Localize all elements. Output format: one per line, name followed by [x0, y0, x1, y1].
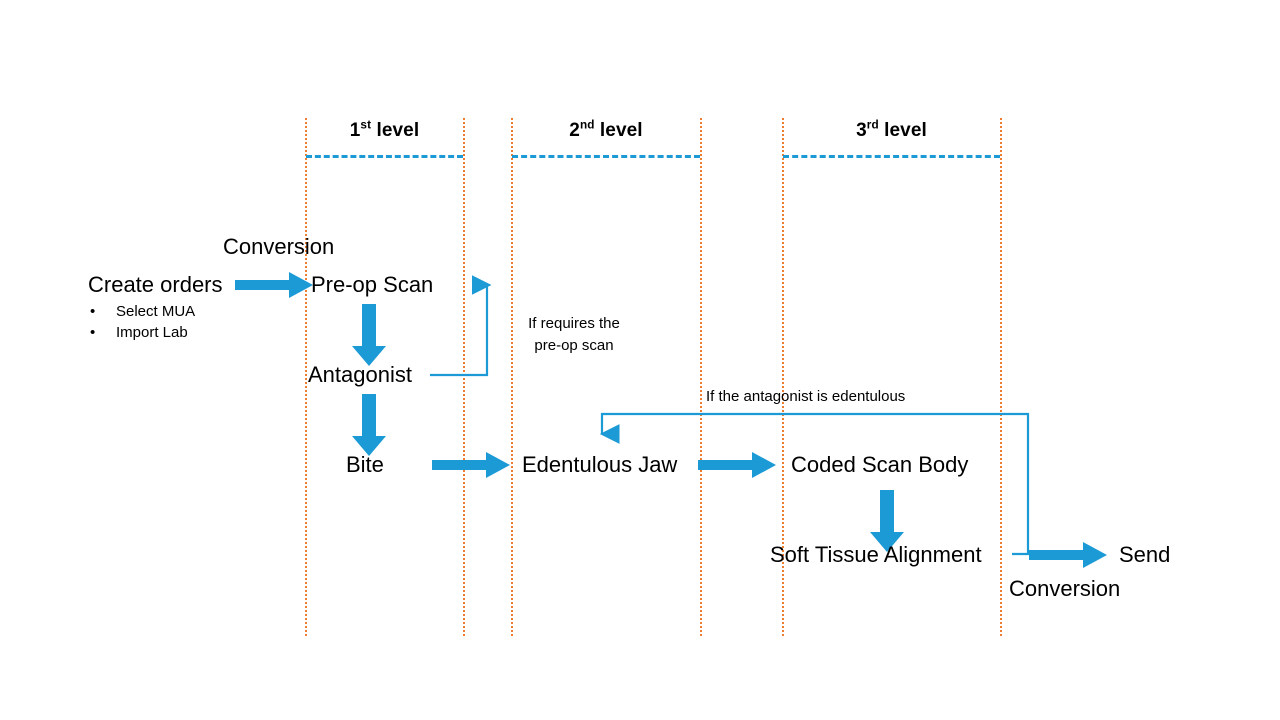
level-2-suffix: level — [594, 120, 643, 141]
bullet-item-1: • Select MUA — [90, 302, 195, 323]
lane-underline-3 — [783, 155, 1000, 158]
arrow-coded-scan-to-soft-tissue — [870, 490, 904, 552]
node-antagonist[interactable]: Antagonist — [308, 362, 412, 387]
caption-conversion-bottom: Conversion — [1009, 576, 1121, 601]
arrow-preop-to-antagonist — [352, 304, 386, 366]
level-1-suffix: level — [371, 120, 420, 141]
arrow-create-orders-to-preop — [235, 272, 313, 298]
node-edentulous-jaw[interactable]: Edentulous Jaw — [522, 452, 678, 477]
lane-divider-3 — [511, 118, 513, 636]
lane-divider-2 — [463, 118, 465, 636]
lane-divider-4 — [700, 118, 702, 636]
bullet-item-1-label: Select MUA — [116, 303, 196, 320]
lane-divider-5 — [782, 118, 784, 636]
level-1-ordinal: st — [360, 118, 372, 132]
lane-divider-6 — [1000, 118, 1002, 636]
level-2-number: 2 — [569, 120, 580, 141]
caption-conversion-top: Conversion — [223, 234, 335, 259]
node-create-orders-bullets: • Select MUA • Import Lab — [90, 302, 195, 343]
bullet-dot-icon: • — [90, 323, 96, 341]
feedback-antagonist-to-preop — [430, 275, 492, 377]
level-3-number: 3 — [856, 120, 867, 141]
arrow-soft-tissue-to-send — [1029, 542, 1107, 568]
condition-requires-pre-op-scan: If requires the pre-op scan — [528, 315, 620, 354]
condition-antagonist-edentulous: If the antagonist is edentulous — [706, 388, 906, 405]
bullet-dot-icon: • — [90, 303, 96, 320]
level-3-suffix: level — [878, 120, 927, 141]
arrow-edentulous-to-coded-scan — [698, 452, 776, 478]
level-header-2: 2nd level — [512, 118, 700, 142]
feedback-soft-tissue-to-edentulous — [599, 412, 1030, 556]
level-3-ordinal: rd — [866, 118, 879, 132]
level-1-number: 1 — [349, 120, 361, 141]
node-send[interactable]: Send — [1119, 542, 1171, 567]
bullet-item-2: • Import Lab — [90, 323, 195, 344]
node-pre-op-scan[interactable]: Pre-op Scan — [311, 272, 434, 297]
node-soft-tissue-alignment[interactable]: Soft Tissue Alignment — [770, 542, 982, 567]
bullet-item-2-label: Import Lab — [116, 323, 188, 341]
node-coded-scan-body[interactable]: Coded Scan Body — [791, 452, 969, 477]
level-header-1: 1st level — [306, 118, 463, 142]
level-header-3: 3rd level — [783, 118, 1000, 142]
lane-divider-1 — [305, 118, 307, 636]
node-create-orders[interactable]: Create orders — [88, 272, 223, 297]
node-bite[interactable]: Bite — [346, 452, 384, 477]
lane-underline-1 — [306, 155, 463, 158]
arrow-bite-to-edentulous — [432, 452, 510, 478]
arrow-antagonist-to-bite — [352, 394, 386, 456]
level-2-ordinal: nd — [579, 118, 595, 132]
lane-underline-2 — [512, 155, 700, 158]
